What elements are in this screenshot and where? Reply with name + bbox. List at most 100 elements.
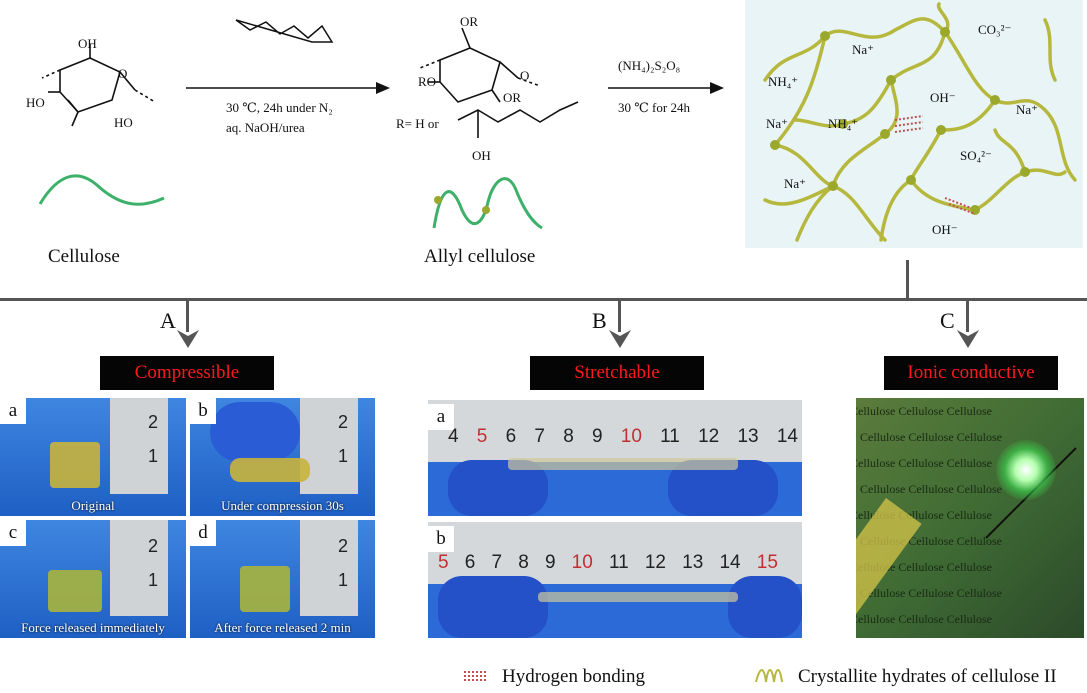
photo-stretch-b: b 5 6 7 8 9 10 11 12 13 14 15 — [428, 522, 802, 638]
allyl-cellulose-structure — [419, 27, 579, 138]
struct-o2: O — [520, 68, 530, 83]
hydrogel-sample — [50, 442, 100, 488]
ion-nh4-2: NH₄⁺ — [828, 116, 859, 131]
tick: 12 — [698, 426, 720, 447]
ion-na-1: Na⁺ — [852, 42, 875, 57]
allyl-chain-icon — [432, 177, 543, 230]
text-row: Cellulose Cellulose Cellulose — [856, 404, 992, 418]
ion-na-2: Na⁺ — [1016, 102, 1039, 117]
legend-hbond-label: Hydrogen bonding — [502, 666, 646, 687]
legend-crystallite-label: Crystallite hydrates of cellulose II — [798, 666, 1057, 687]
hydrogel-network-panel — [745, 0, 1083, 248]
r-oh: OH — [472, 148, 491, 163]
ion-so4: SO₄²⁻ — [960, 148, 992, 163]
struct-ho-bottom: HO — [114, 115, 133, 130]
ruler-num: 2 — [148, 536, 159, 556]
branch-arrow-c — [966, 300, 969, 332]
glove-left — [438, 576, 548, 638]
photo-caption: Under compression 30s — [221, 498, 344, 513]
ruler-num: 2 — [338, 536, 349, 556]
section-letter-b: B — [592, 308, 607, 333]
photo-label: b — [428, 526, 454, 552]
tick: 10 — [571, 552, 593, 573]
photo-caption: Original — [71, 498, 115, 513]
hydrogen-bond-legend-icon — [464, 671, 486, 681]
text-row: Cellulose Cellulose Cellulose — [860, 482, 1002, 496]
hydrogel-strip — [508, 458, 738, 470]
struct-ho-left: HO — [26, 95, 45, 110]
hydrogel-strip — [538, 592, 738, 602]
tick: 8 — [563, 426, 574, 447]
photo-c-released: c Force released immediately — [0, 520, 186, 638]
glove-right — [728, 576, 802, 638]
r-definition: R= H or — [396, 116, 439, 131]
ruler-num: 1 — [148, 446, 159, 466]
tick: 13 — [737, 426, 759, 447]
photo-label: a — [0, 398, 26, 424]
cellulose-structure — [41, 44, 156, 127]
ruler — [300, 520, 358, 616]
tick: 6 — [464, 552, 476, 573]
ruler — [300, 398, 358, 494]
hydrogel-sample — [48, 570, 102, 612]
branch-arrow-b — [618, 300, 621, 332]
photo-a-original: a Original — [0, 398, 186, 516]
photo-label: d — [190, 520, 216, 546]
ruler-num: 2 — [148, 412, 159, 432]
text-row: Cellulose Cellulose Cellulose — [860, 586, 1002, 600]
network-connector — [906, 260, 909, 300]
text-row: Cellulose Cellulose Cellulose — [856, 612, 992, 626]
reaction-arrow-1 — [186, 82, 390, 94]
cellulose-label: Cellulose — [48, 246, 120, 267]
arrowhead-c — [957, 330, 979, 348]
tick: 11 — [608, 552, 629, 573]
section-letter-a: A — [160, 308, 176, 333]
tick: 14 — [776, 426, 798, 447]
tick: 6 — [505, 426, 517, 447]
text-row: Cellulose Cellulose Cellulose — [860, 430, 1002, 444]
section-letter-c: C — [940, 308, 955, 333]
tick: 8 — [518, 552, 529, 573]
ruler-num: 1 — [338, 570, 349, 590]
tick: 15 — [756, 552, 778, 573]
allyl-label: Allyl cellulose — [424, 246, 536, 267]
ion-oh-2: OH⁻ — [932, 222, 958, 237]
photo-d-recovered: d After force released 2 min — [190, 520, 375, 638]
photo-caption: Force released immediately — [21, 620, 165, 635]
glove — [210, 402, 300, 462]
tick: 7 — [491, 552, 503, 573]
ruler-num: 1 — [148, 570, 159, 590]
ion-nh4-1: NH₄⁺ — [768, 74, 799, 89]
tick: 10 — [620, 426, 642, 447]
hydrogel-network-diagram — [763, 2, 1077, 242]
arrowhead-a — [177, 330, 199, 348]
allyl-glycidyl-ether-icon — [235, 19, 334, 43]
photo-ionic-conductive: Cellulose Cellulose Cellulose Cellulose … — [856, 398, 1084, 638]
branch-arrow-a — [186, 300, 189, 332]
photo-caption: After force released 2 min — [214, 620, 351, 635]
ion-oh-1: OH⁻ — [930, 90, 956, 105]
reaction-arrow-2 — [608, 82, 724, 94]
divider-line — [0, 298, 1087, 301]
photo-label: b — [190, 398, 216, 424]
ion-co3: CO₃²⁻ — [978, 22, 1012, 37]
tick: 12 — [644, 552, 666, 573]
ruler — [110, 520, 168, 616]
ruler-ticks: 5 6 7 8 9 10 11 12 13 14 15 — [438, 552, 778, 574]
ruler-num: 2 — [338, 412, 349, 432]
reaction2-line1: (NH₄)₂S₂O₈ — [618, 58, 681, 73]
tag-ionic-conductive: Ionic conductive — [884, 356, 1058, 390]
tag-compressible: Compressible — [100, 356, 274, 390]
struct-or-right: OR — [503, 90, 522, 105]
tick: 5 — [476, 426, 488, 447]
photo-label: a — [428, 404, 454, 430]
hydrogel-sample — [240, 566, 290, 612]
arrowhead-b — [609, 330, 631, 348]
ruler — [428, 522, 802, 584]
hydrogel-sample — [230, 458, 310, 482]
reaction1-line2: aq. NaOH/urea — [226, 120, 305, 135]
ion-na-3: Na⁺ — [766, 116, 789, 131]
ion-na-4: Na⁺ — [784, 176, 807, 191]
struct-o: O — [118, 66, 128, 81]
photo-b-compression: b Under compression 30s — [190, 398, 375, 516]
